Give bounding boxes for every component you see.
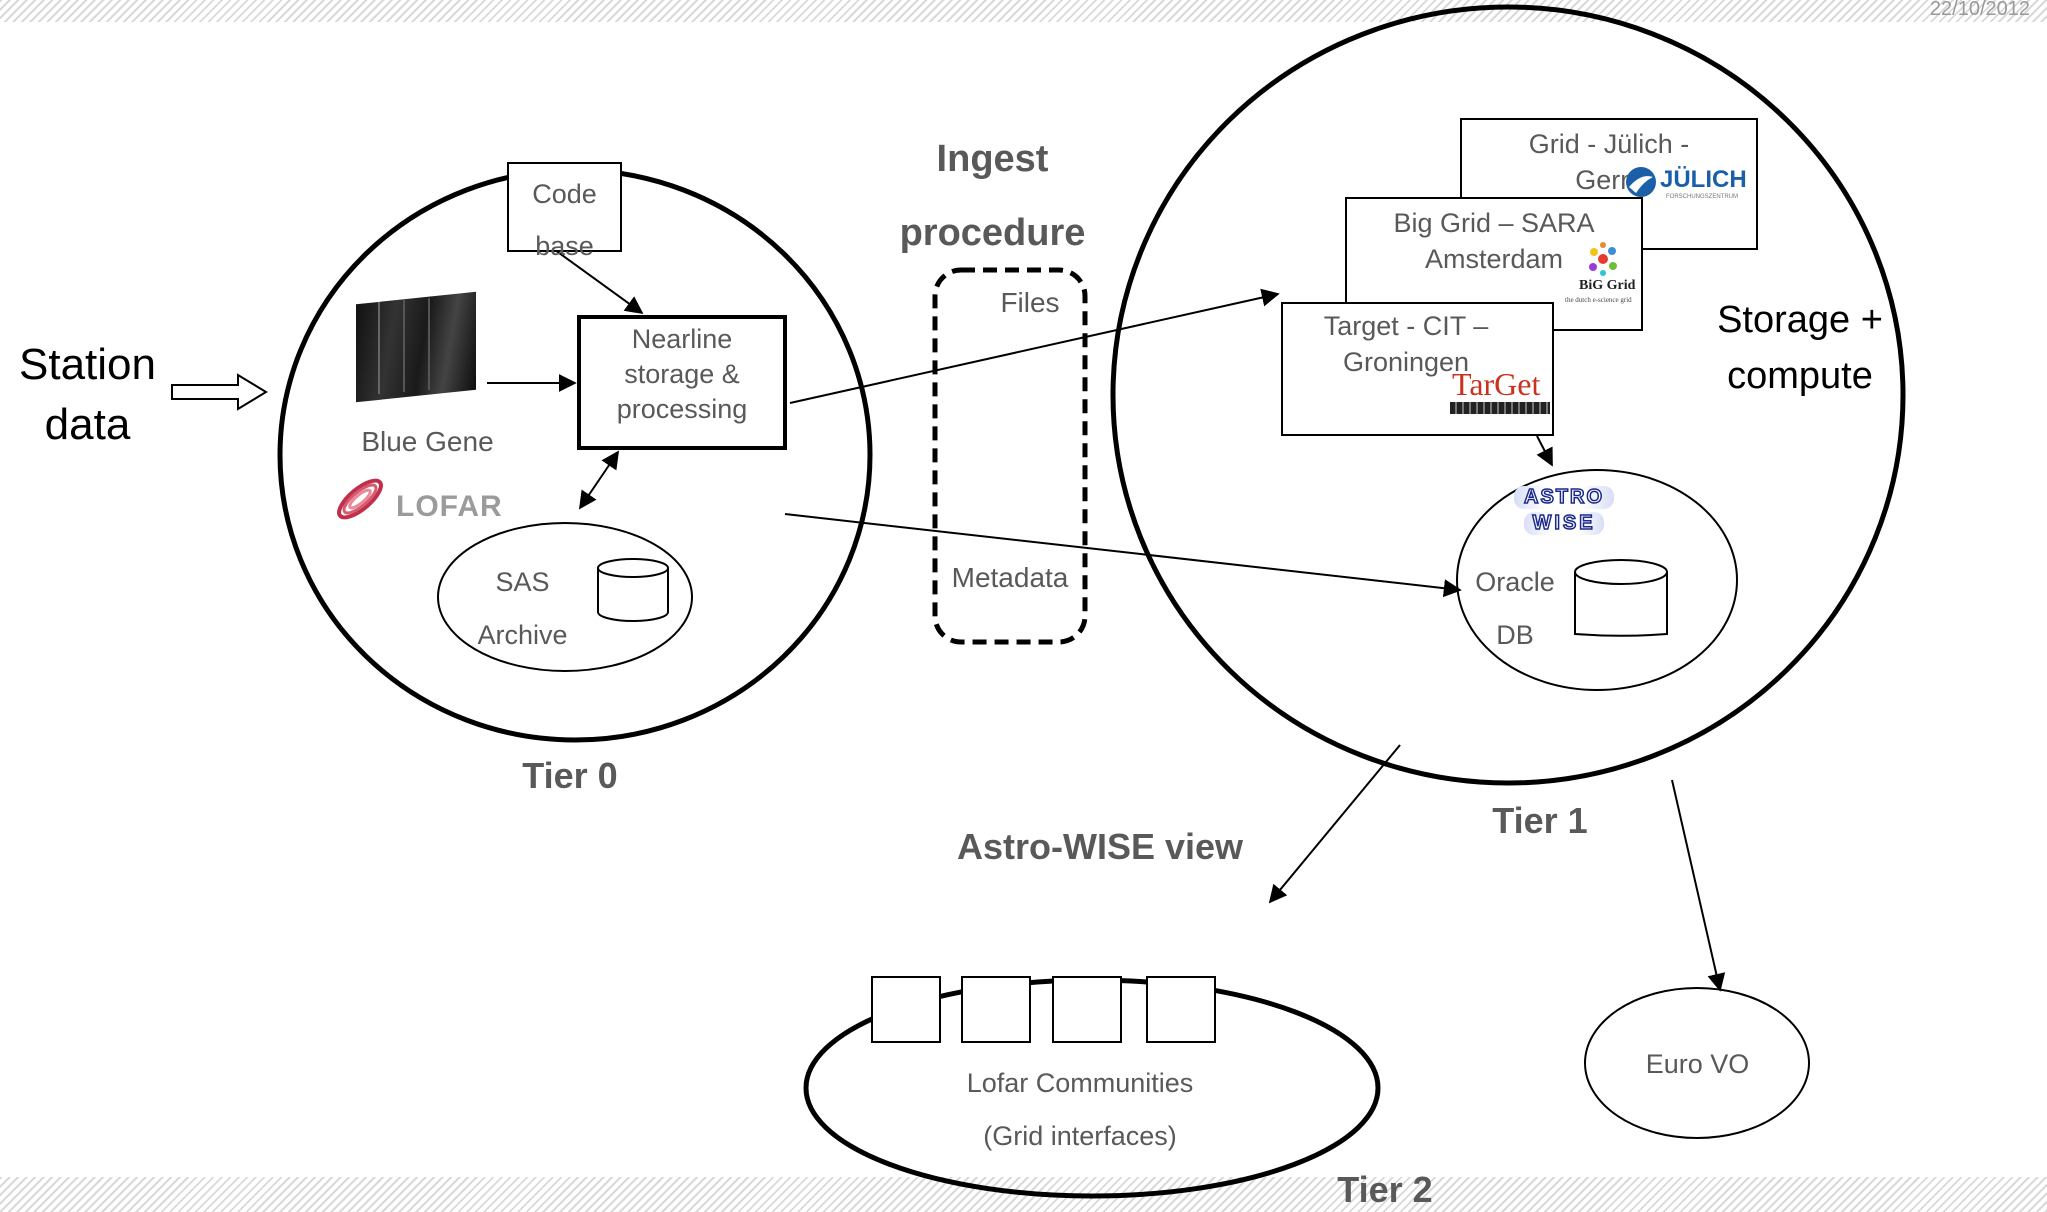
arrow-files-to-tier1	[789, 288, 1280, 404]
station-hollow-arrow	[171, 373, 268, 411]
slide-date: 22/10/2012	[1929, 0, 2030, 20]
nearline-box	[577, 315, 787, 450]
card-target-label: Target - CIT – Groningen	[1323, 311, 1489, 377]
grid-interfaces-label: (Grid interfaces)	[983, 1121, 1177, 1151]
sas-db-cylinder	[597, 558, 669, 622]
juelich-logo: JÜLICH FORSCHUNGSZENTRUM	[1624, 160, 1759, 205]
tier0-title: Tier 0	[522, 755, 618, 796]
astrowise-logo-line1: ASTRO	[1514, 485, 1614, 509]
euro-vo-label: Euro VO	[1645, 1049, 1750, 1079]
biggrid-logo-sub: the dutch e-science grid	[1565, 296, 1632, 304]
blue-gene-label: Blue Gene	[361, 426, 494, 457]
ingest-files-label: Files	[1000, 287, 1060, 318]
arrow-target-to-astrowise	[1536, 435, 1553, 467]
arrow-metadata-to-oracle	[784, 513, 1462, 598]
lofar-communities-label: Lofar Communities	[966, 1068, 1194, 1098]
sas-ellipse	[437, 522, 693, 672]
tier1-title: Tier 1	[1492, 800, 1588, 841]
community-square-4	[1146, 976, 1216, 1043]
ingest-dashed-box	[932, 267, 1088, 645]
arrow-nearline-sas	[578, 450, 620, 510]
juelich-logo-text: JÜLICH	[1660, 166, 1747, 193]
biggrid-logo-text: BiG Grid	[1579, 278, 1636, 293]
biggrid-starburst-icon	[1589, 242, 1617, 276]
code-base-box	[507, 162, 622, 252]
community-square-1	[871, 976, 941, 1043]
juelich-circle-icon	[1626, 167, 1656, 197]
station-data-label: Station data	[19, 340, 156, 449]
lofar-logo-text: LOFAR	[396, 490, 503, 523]
tier2-title: Tier 2	[1337, 1169, 1433, 1210]
oracle-db-cylinder	[1574, 559, 1668, 637]
oracle-db-label: Oracle DB	[1475, 567, 1555, 650]
sas-archive-label: SAS Archive	[477, 567, 568, 650]
tier1-ellipse	[1110, 4, 1906, 786]
nearline-label: Nearline storage & processing	[616, 324, 748, 424]
card-biggrid-label: Big Grid – SARA Amsterdam	[1393, 208, 1595, 274]
card-target	[1281, 302, 1554, 436]
lofar-swirl-icon	[337, 478, 383, 520]
target-logo-text: TarGet	[1452, 366, 1541, 402]
euro-vo-ellipse	[1584, 987, 1810, 1139]
astrowise-logo: ASTRO WISE	[1514, 485, 1614, 542]
astrowise-logo-line2: WISE	[1524, 511, 1604, 535]
arrow-tier1-to-tier2	[1268, 744, 1401, 904]
arrow-tier1-to-eurovo	[1671, 779, 1726, 992]
ingest-title: Ingest procedure	[899, 138, 1086, 254]
storage-compute-label: Storage + compute	[1717, 299, 1883, 397]
blue-gene-image	[348, 290, 483, 403]
juelich-logo-sub: FORSCHUNGSZENTRUM	[1666, 194, 1738, 200]
community-square-2	[961, 976, 1031, 1043]
ingest-metadata-label: Metadata	[951, 562, 1069, 593]
arrow-codebase-to-nearline	[554, 249, 644, 315]
target-logo: TarGet	[1448, 366, 1552, 426]
community-square-3	[1052, 976, 1122, 1043]
biggrid-logo: BiG Grid the dutch e-science grid	[1565, 240, 1645, 310]
astro-wise-view-title: Astro-WISE view	[956, 826, 1244, 867]
lofar-logo: LOFAR	[330, 470, 510, 530]
target-logo-bar	[1450, 402, 1550, 414]
code-base-label: Code base	[532, 179, 597, 261]
